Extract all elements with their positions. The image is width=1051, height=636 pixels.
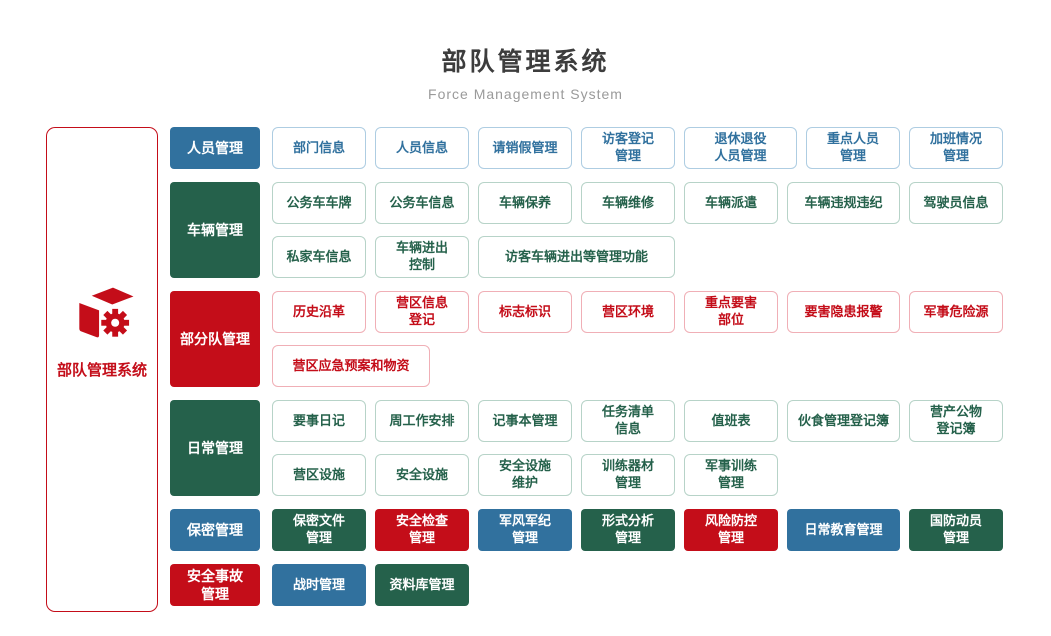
group-lead-box: 日常管理 — [170, 400, 260, 496]
feature-box-solid: 国防动员 管理 — [909, 509, 1003, 551]
feature-box: 车辆维修 — [581, 182, 675, 224]
feature-box-solid: 日常教育管理 — [787, 509, 900, 551]
feature-box: 伙食管理登记簿 — [787, 400, 900, 442]
feature-box: 历史沿革 — [272, 291, 366, 333]
group-lead-box: 人员管理 — [170, 127, 260, 169]
group-items: 公务车车牌公务车信息车辆保养车辆维修车辆派遣车辆违规违纪驾驶员信息私家车信息车辆… — [272, 182, 1003, 278]
feature-row: 要事日记周工作安排记事本管理任务清单 信息值班表伙食管理登记簿营产公物 登记簿 — [272, 400, 1003, 442]
feature-groups: 人员管理部门信息人员信息请销假管理访客登记 管理退休退役 人员管理重点人员 管理… — [170, 127, 1003, 606]
root-system-content: 部队管理系统 — [57, 284, 147, 380]
feature-box: 访客登记 管理 — [581, 127, 675, 169]
feature-box: 训练器材 管理 — [581, 454, 675, 496]
feature-box: 访客车辆进出等管理功能 — [478, 236, 675, 278]
root-system-label: 部队管理系统 — [56, 361, 147, 379]
feature-group-solid: 保密管理保密文件 管理安全检查 管理军风军纪 管理形式分析 管理风险防控 管理日… — [170, 509, 1003, 551]
feature-row: 战时管理资料库管理 — [272, 564, 469, 606]
feature-group: 日常管理要事日记周工作安排记事本管理任务清单 信息值班表伙食管理登记簿营产公物 … — [170, 400, 1003, 496]
feature-box-solid: 军风军纪 管理 — [478, 509, 572, 551]
feature-box: 部门信息 — [272, 127, 366, 169]
feature-box: 车辆进出 控制 — [375, 236, 469, 278]
feature-box: 营区环境 — [581, 291, 675, 333]
feature-box: 标志标识 — [478, 291, 572, 333]
feature-box: 车辆派遣 — [684, 182, 778, 224]
feature-row: 部门信息人员信息请销假管理访客登记 管理退休退役 人员管理重点人员 管理加班情况… — [272, 127, 1003, 169]
feature-box: 加班情况 管理 — [909, 127, 1003, 169]
feature-group: 人员管理部门信息人员信息请销假管理访客登记 管理退休退役 人员管理重点人员 管理… — [170, 127, 1003, 169]
feature-box: 军事危险源 — [909, 291, 1003, 333]
feature-box: 私家车信息 — [272, 236, 366, 278]
feature-box-solid: 保密文件 管理 — [272, 509, 366, 551]
feature-box: 要害隐患报警 — [787, 291, 900, 333]
feature-row: 公务车车牌公务车信息车辆保养车辆维修车辆派遣车辆违规违纪驾驶员信息 — [272, 182, 1003, 224]
group-items: 要事日记周工作安排记事本管理任务清单 信息值班表伙食管理登记簿营产公物 登记簿营… — [272, 400, 1003, 496]
group-lead-box: 保密管理 — [170, 509, 260, 551]
feature-row: 历史沿革营区信息 登记标志标识营区环境重点要害 部位要害隐患报警军事危险源 — [272, 291, 1003, 333]
group-items: 历史沿革营区信息 登记标志标识营区环境重点要害 部位要害隐患报警军事危险源营区应… — [272, 291, 1003, 387]
feature-box: 车辆违规违纪 — [787, 182, 900, 224]
feature-box-solid: 安全检查 管理 — [375, 509, 469, 551]
feature-box: 任务清单 信息 — [581, 400, 675, 442]
page-subtitle: Force Management System — [428, 86, 623, 102]
feature-box: 驾驶员信息 — [909, 182, 1003, 224]
feature-group: 车辆管理公务车车牌公务车信息车辆保养车辆维修车辆派遣车辆违规违纪驾驶员信息私家车… — [170, 182, 1003, 278]
feature-box: 军事训练 管理 — [684, 454, 778, 496]
feature-box: 重点人员 管理 — [806, 127, 900, 169]
feature-box: 车辆保养 — [478, 182, 572, 224]
page-title: 部队管理系统 — [441, 48, 610, 76]
group-lead-box: 车辆管理 — [170, 182, 260, 278]
feature-box: 请销假管理 — [478, 127, 572, 169]
feature-box-solid: 战时管理 — [272, 564, 366, 606]
feature-box: 安全设施 — [375, 454, 469, 496]
cube-gear-icon — [79, 287, 134, 337]
feature-row: 营区设施安全设施安全设施 维护训练器材 管理军事训练 管理 — [272, 454, 1003, 496]
feature-box-solid: 风险防控 管理 — [684, 509, 778, 551]
feature-box: 值班表 — [684, 400, 778, 442]
feature-group-solid: 安全事故 管理战时管理资料库管理 — [170, 564, 469, 606]
feature-box: 营产公物 登记簿 — [909, 400, 1003, 442]
feature-box: 营区应急预案和物资 — [272, 345, 430, 387]
feature-box-solid: 形式分析 管理 — [581, 509, 675, 551]
feature-group: 部分队管理历史沿革营区信息 登记标志标识营区环境重点要害 部位要害隐患报警军事危… — [170, 291, 1003, 387]
feature-box: 重点要害 部位 — [684, 291, 778, 333]
feature-box: 记事本管理 — [478, 400, 572, 442]
feature-row: 营区应急预案和物资 — [272, 345, 1003, 387]
feature-box: 周工作安排 — [375, 400, 469, 442]
feature-box: 退休退役 人员管理 — [684, 127, 797, 169]
page-header: 部队管理系统 Force Management System — [0, 42, 1051, 102]
group-lead-box: 部分队管理 — [170, 291, 260, 387]
feature-row: 私家车信息车辆进出 控制访客车辆进出等管理功能 — [272, 236, 1003, 278]
feature-box: 营区信息 登记 — [375, 291, 469, 333]
feature-box: 公务车车牌 — [272, 182, 366, 224]
feature-box: 要事日记 — [272, 400, 366, 442]
group-lead-box: 安全事故 管理 — [170, 564, 260, 606]
feature-box: 安全设施 维护 — [478, 454, 572, 496]
feature-box: 营区设施 — [272, 454, 366, 496]
feature-box-solid: 资料库管理 — [375, 564, 469, 606]
feature-row: 保密文件 管理安全检查 管理军风军纪 管理形式分析 管理风险防控 管理日常教育管… — [272, 509, 1003, 551]
feature-box: 人员信息 — [375, 127, 469, 169]
root-system-panel: 部队管理系统 — [46, 127, 158, 612]
group-items: 部门信息人员信息请销假管理访客登记 管理退休退役 人员管理重点人员 管理加班情况… — [272, 127, 1003, 169]
feature-box: 公务车信息 — [375, 182, 469, 224]
